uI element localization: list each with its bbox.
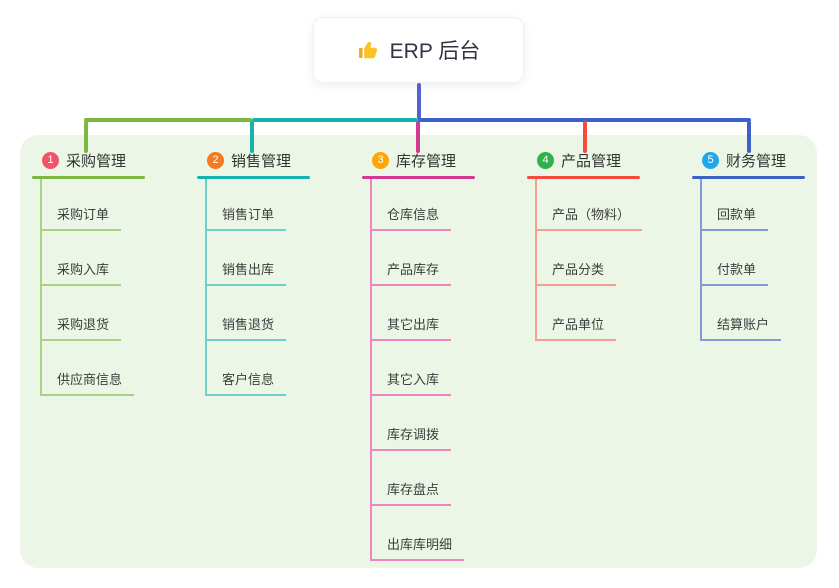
child-node[interactable]: 销售出库: [205, 262, 287, 286]
branch-number-badge: 4: [537, 151, 554, 169]
branch-number-badge: 1: [42, 151, 59, 169]
child-node[interactable]: 销售订单: [205, 207, 287, 231]
branch-node-label: 财务管理: [726, 152, 787, 170]
child-node[interactable]: 产品库存: [370, 262, 452, 286]
child-node[interactable]: 产品单位: [535, 317, 617, 341]
branch-underline: [32, 176, 145, 179]
branch-drop-line-3: [416, 121, 420, 153]
branch-node-1[interactable]: 1 采购管理: [42, 149, 126, 171]
branch-node-4[interactable]: 4 产品管理: [537, 149, 621, 171]
child-node[interactable]: 付款单: [700, 262, 769, 286]
branch-number-badge: 2: [207, 151, 224, 169]
branch-node-label: 采购管理: [66, 152, 127, 170]
branch-child-spine: [700, 179, 702, 341]
branch-node-3[interactable]: 3 库存管理: [372, 149, 456, 171]
branch-drop-line-1: [84, 121, 88, 153]
branch-drop-line-5: [747, 121, 751, 153]
child-node[interactable]: 回款单: [700, 207, 769, 231]
branch-child-spine: [40, 179, 42, 396]
root-node-erp[interactable]: ERP 后台: [313, 17, 524, 83]
child-node[interactable]: 采购订单: [40, 207, 122, 231]
child-node[interactable]: 库存盘点: [370, 482, 452, 506]
branch-child-spine: [370, 179, 372, 561]
child-node[interactable]: 其它出库: [370, 317, 452, 341]
branch-underline: [692, 176, 805, 179]
branch-underline: [197, 176, 310, 179]
bus-line-right: [418, 118, 751, 122]
bus-line-left: [84, 118, 252, 122]
bus-line-middle: [252, 118, 418, 122]
branch-drop-line-4: [583, 121, 587, 153]
child-node[interactable]: 销售退货: [205, 317, 287, 341]
child-node[interactable]: 采购退货: [40, 317, 122, 341]
branch-underline: [362, 176, 475, 179]
child-node[interactable]: 结算账户: [700, 317, 782, 341]
branch-number-badge: 5: [702, 151, 719, 169]
child-node[interactable]: 供应商信息: [40, 372, 135, 396]
child-node[interactable]: 出库库明细: [370, 537, 465, 561]
branches-panel: [20, 135, 817, 568]
branch-number-badge: 3: [372, 151, 389, 169]
child-node[interactable]: 其它入库: [370, 372, 452, 396]
branch-node-5[interactable]: 5 财务管理: [702, 149, 786, 171]
thumbs-up-icon: [357, 38, 381, 62]
branch-child-spine: [535, 179, 537, 341]
branch-node-label: 库存管理: [396, 152, 457, 170]
child-node[interactable]: 仓库信息: [370, 207, 452, 231]
branch-node-label: 销售管理: [231, 152, 292, 170]
branch-child-spine: [205, 179, 207, 396]
child-node[interactable]: 库存调拨: [370, 427, 452, 451]
trunk-connector-line: [417, 83, 421, 119]
root-node-label: ERP 后台: [389, 40, 481, 63]
child-node[interactable]: 客户信息: [205, 372, 287, 396]
branch-drop-line-2: [250, 121, 254, 153]
child-node[interactable]: 产品（物料）: [535, 207, 643, 231]
branch-node-label: 产品管理: [561, 152, 622, 170]
branch-node-2[interactable]: 2 销售管理: [207, 149, 291, 171]
branch-underline: [527, 176, 640, 179]
child-node[interactable]: 采购入库: [40, 262, 122, 286]
child-node[interactable]: 产品分类: [535, 262, 617, 286]
